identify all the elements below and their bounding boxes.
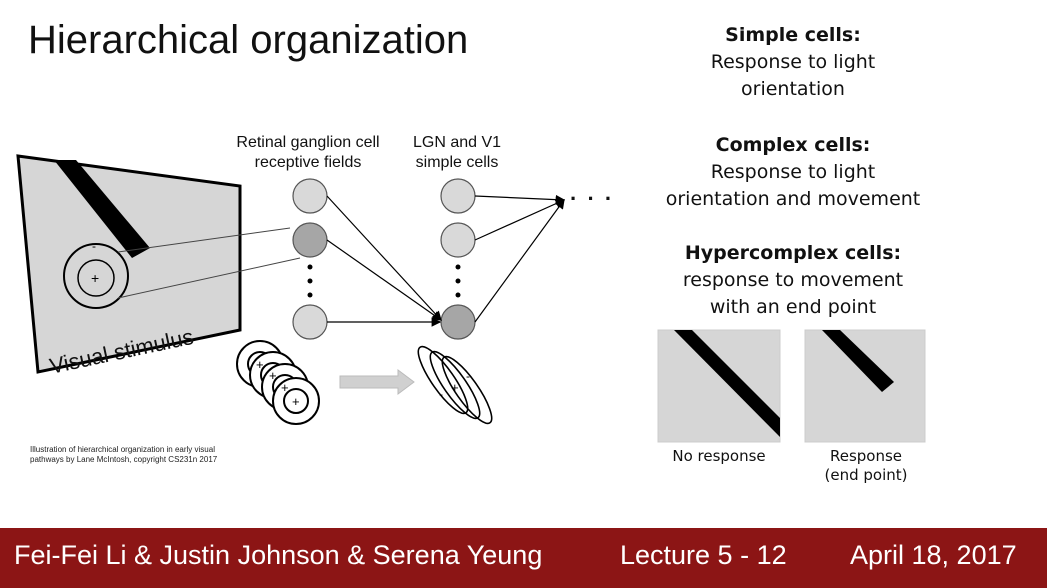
panel-no-response [657, 329, 781, 443]
simple-cells-line2: orientation [741, 78, 845, 100]
simple-cells-text: Simple cells: Response to light orientat… [643, 22, 943, 103]
lgn-label: LGN and V1 simple cells [398, 133, 516, 173]
complex-cells-text: Complex cells: Response to light orienta… [643, 132, 943, 213]
footer-authors: Fei-Fei Li & Justin Johnson & Serena Yeu… [14, 540, 543, 570]
hypercomplex-cells-text: Hypercomplex cells: response to movement… [643, 240, 943, 321]
receptive-field-outer [63, 243, 129, 309]
orf-plus-1: + [256, 357, 264, 372]
lgn-node-1 [440, 178, 476, 214]
panel-response-bar [822, 330, 894, 392]
stimulus-panel [16, 154, 242, 374]
hypercomplex-cells-line2: with an end point [709, 296, 877, 318]
rgc-dot-1 [307, 264, 313, 270]
ellipsis: · · · [570, 186, 615, 211]
illustration-credit: Illustration of hierarchical organizatio… [30, 445, 217, 465]
lgn-dot-3 [455, 292, 461, 298]
credit-line1: Illustration of hierarchical organizatio… [30, 445, 215, 454]
credit-line2: pathways by Lane McIntosh, copyright CS2… [30, 455, 218, 464]
simple-cells-line1: Response to light [710, 51, 876, 73]
simple-field-plus: + [451, 380, 459, 395]
lgn-dot-2 [455, 278, 461, 284]
lgn-dot-1 [455, 264, 461, 270]
retinal-label: Retinal ganglion cell receptive fields [218, 133, 398, 173]
slide-title: Hierarchical organization [28, 18, 469, 62]
lgn-label-line1: LGN and V1 [412, 134, 502, 151]
plus-sign: + [91, 270, 99, 286]
simple-cells-heading: Simple cells: [725, 24, 861, 46]
caption-response-line2: (end point) [824, 466, 908, 484]
hypercomplex-cells-heading: Hypercomplex cells: [684, 242, 902, 264]
orf-plus-3: + [281, 380, 289, 395]
orf-plus-2: + [269, 368, 277, 383]
simple-field-minus-2: - [466, 369, 470, 383]
caption-response: Response (end point) [795, 447, 937, 485]
stimulus-bar [54, 160, 150, 258]
retinal-label-line2: receptive fields [254, 154, 362, 171]
projection-line-bottom [117, 257, 301, 299]
panel-response [804, 329, 926, 443]
rgc-dot-2 [307, 278, 313, 284]
footer-bar: Fei-Fei Li & Justin Johnson & Serena Yeu… [0, 528, 1047, 588]
simple-field-minus-1: - [439, 387, 443, 401]
rgc-dot-3 [307, 292, 313, 298]
rgc-node-3 [292, 304, 328, 340]
simple-cell-field [417, 345, 493, 425]
complex-cells-line1: Response to light [710, 161, 876, 183]
hierarchy-diagram: - + + + + + [16, 154, 926, 443]
hypercomplex-cells-line1: response to movement [682, 269, 904, 291]
lgn-label-line2: simple cells [415, 154, 499, 171]
complex-cells-line2: orientation and movement [665, 188, 921, 210]
panel-no-response-bar [674, 330, 780, 437]
projection-line-top [117, 227, 291, 253]
rgc-node-1 [292, 178, 328, 214]
caption-no-response: No response [672, 447, 766, 465]
overlapping-receptive-fields [236, 340, 320, 425]
footer-date: April 18, 2017 [850, 540, 1017, 570]
retinal-label-line1: Retinal ganglion cell [236, 134, 380, 151]
lgn-node-2 [440, 222, 476, 258]
transform-arrow [339, 369, 415, 395]
connection-arrows [326, 194, 566, 327]
receptive-field-inner [77, 259, 115, 297]
orf-plus-4: + [292, 394, 300, 409]
rgc-node-2 [292, 222, 328, 258]
footer-lecture: Lecture 5 - 12 [620, 540, 787, 570]
caption-response-line1: Response [829, 447, 903, 465]
lgn-node-3 [440, 304, 476, 340]
minus-sign: - [92, 239, 96, 253]
complex-cells-heading: Complex cells: [715, 134, 871, 156]
